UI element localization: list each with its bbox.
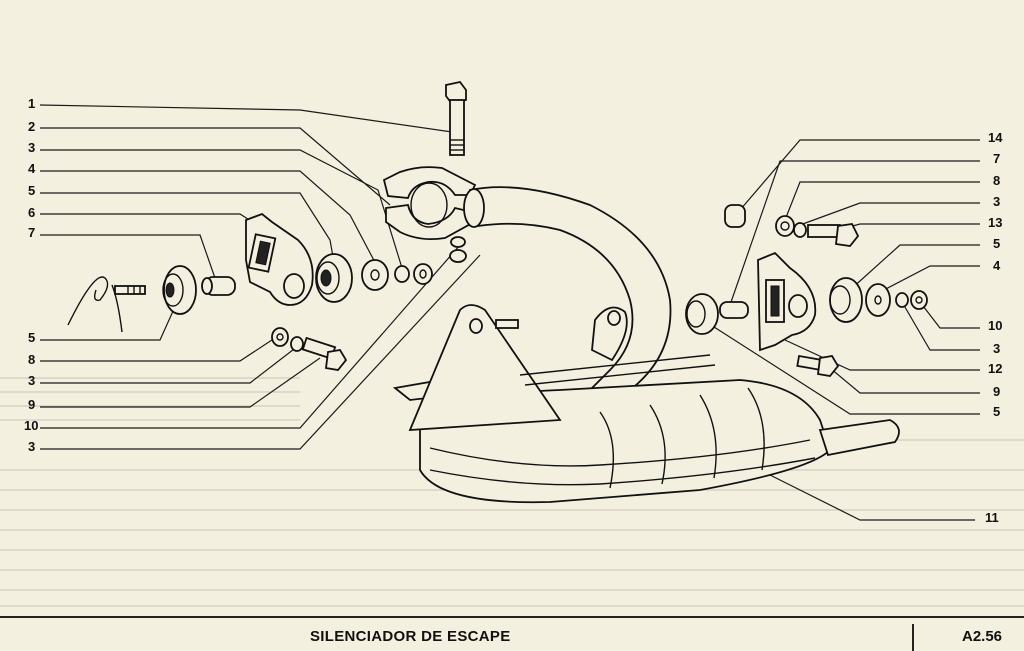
callout-label: 2 xyxy=(28,119,35,134)
callout-label: 4 xyxy=(28,161,36,176)
page-code: A2.56 xyxy=(962,628,1003,645)
wire-clip-left xyxy=(67,276,146,333)
callout-label: 3 xyxy=(28,373,35,388)
lower-left-hardware xyxy=(271,327,348,371)
callout-label: 5 xyxy=(993,404,1000,419)
callout-label: 1 xyxy=(28,96,35,111)
callout-label: 10 xyxy=(988,318,1002,333)
footer-divider xyxy=(912,624,914,651)
callout-label: 7 xyxy=(28,225,35,240)
callout-label: 5 xyxy=(28,183,35,198)
callout-label: 7 xyxy=(993,151,1000,166)
page-title: SILENCIADOR DE ESCAPE xyxy=(310,628,511,645)
callout-label: 13 xyxy=(988,215,1002,230)
callout-label: 14 xyxy=(988,130,1003,145)
bolt-part-1 xyxy=(445,80,467,156)
left-callouts: 1 2 3 4 5 6 7 5 8 3 9 10 3 xyxy=(24,96,38,454)
exploded-view-diagram: 1 2 3 4 5 6 7 5 8 3 9 10 3 14 7 8 3 13 5… xyxy=(0,80,1024,607)
bracket-part-12 xyxy=(757,251,817,352)
bracket-part-6 xyxy=(245,212,314,306)
callout-label: 8 xyxy=(28,352,35,367)
callout-label: 8 xyxy=(993,173,1000,188)
callout-label: 6 xyxy=(28,205,35,220)
right-callouts: 14 7 8 3 13 5 4 10 3 12 9 5 11 xyxy=(985,130,1003,525)
left-leader-lines xyxy=(39,104,481,450)
silencer-mounting-plate xyxy=(408,304,716,431)
callout-label: 11 xyxy=(985,510,999,525)
clamp-part-2 xyxy=(382,166,477,241)
callout-label: 3 xyxy=(993,194,1000,209)
page-footer: SILENCIADOR DE ESCAPE A2.56 xyxy=(0,616,1024,651)
callout-label: 3 xyxy=(28,439,35,454)
callout-label: 3 xyxy=(28,140,35,155)
callout-label: 10 xyxy=(24,418,38,433)
callout-label: 9 xyxy=(993,384,1000,399)
callout-label: 5 xyxy=(28,330,35,345)
small-hardware-center xyxy=(361,236,467,291)
callout-label: 3 xyxy=(993,341,1000,356)
rubber-mount-right xyxy=(829,277,928,323)
callout-label: 4 xyxy=(993,258,1001,273)
rubber-mount-part-5 xyxy=(315,253,353,303)
callout-label: 12 xyxy=(988,361,1002,376)
callout-label: 5 xyxy=(993,236,1000,251)
right-leader-lines xyxy=(699,139,980,521)
rubber-mount-left xyxy=(162,265,236,315)
callout-label: 9 xyxy=(28,397,35,412)
bolt-part-9-right xyxy=(796,354,840,377)
right-side-hardware xyxy=(685,204,860,335)
